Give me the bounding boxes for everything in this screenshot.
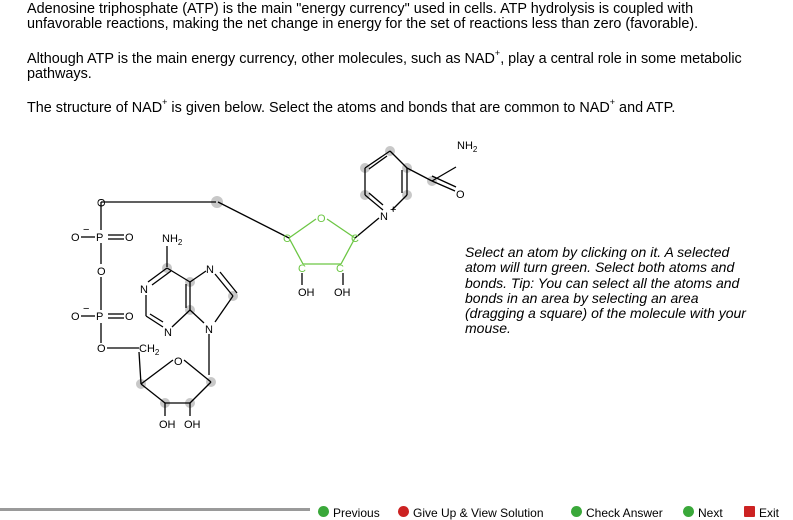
prompt-text-a: The structure of NAD <box>27 100 163 116</box>
nad-paragraph: Although ATP is the main energy currency… <box>27 49 767 82</box>
atom-marker[interactable] <box>211 196 223 208</box>
minus-charge-1: − <box>83 224 89 236</box>
give-up-button[interactable]: Give Up & View Solution <box>398 506 544 520</box>
prompt-plus-2: + <box>609 97 616 108</box>
ch2-label[interactable]: CH2 <box>139 343 160 357</box>
amide-nh2-label[interactable]: NH2 <box>457 140 478 154</box>
adenine-n1[interactable]: N <box>140 284 148 296</box>
nad-structure-canvas[interactable]: NH2 O N + O C C C C OH OH O O − P O O O <box>0 128 793 438</box>
intro-text: Adenosine triphosphate (ATP) is the main… <box>27 1 699 32</box>
next-button[interactable]: Next <box>683 506 723 520</box>
carbonyl-o-label[interactable]: O <box>456 189 465 201</box>
adenine-nh2-label[interactable]: NH2 <box>162 233 183 247</box>
exit-label: Exit <box>759 506 780 520</box>
ribose-c1[interactable]: C <box>283 233 291 245</box>
nad-text-a: Although ATP is the main energy currency… <box>27 51 495 67</box>
oh-label-4[interactable]: OH <box>184 419 201 431</box>
question-prompt: The structure of NAD+ is given below. Se… <box>27 98 787 116</box>
adenine-rings[interactable] <box>145 246 238 375</box>
phosphate-o-minus[interactable]: O <box>71 232 80 244</box>
prompt-text-b: is given below. Select the atoms and bon… <box>167 100 610 116</box>
previous-label: Previous <box>333 506 380 520</box>
prompt-plus-1: + <box>162 97 168 108</box>
ribose-o-label[interactable]: O <box>317 213 326 225</box>
phosphate-o-double-1[interactable]: O <box>125 232 134 244</box>
phosphate-o-minus-2[interactable]: O <box>71 311 80 323</box>
n-plus-charge: + <box>390 204 396 216</box>
exit-button[interactable]: Exit <box>744 506 779 520</box>
adenosine-ribose[interactable] <box>138 351 212 416</box>
ribose-c3[interactable]: C <box>336 263 344 275</box>
phosphorus-1[interactable]: P <box>96 232 103 244</box>
bridging-o[interactable]: O <box>97 266 106 278</box>
adenine-n7[interactable]: N <box>206 264 214 276</box>
nad-plus: + <box>494 48 501 59</box>
phosphate-o-double-2[interactable]: O <box>125 311 134 323</box>
ribose-c4[interactable]: C <box>351 233 359 245</box>
give-up-label: Give Up & View Solution <box>413 506 544 520</box>
instructions-text: Select an atom by clicking on it. A sele… <box>465 244 746 337</box>
phosphorus-2[interactable]: P <box>96 311 103 323</box>
nicotinamide-ribose[interactable] <box>217 201 380 285</box>
minus-charge-2: − <box>83 303 89 315</box>
previous-button[interactable]: Previous <box>318 506 380 520</box>
adenine-n3[interactable]: N <box>164 327 172 339</box>
oh-label-3[interactable]: OH <box>159 419 176 431</box>
adenosine-ring-o[interactable]: O <box>174 356 183 368</box>
check-answer-label: Check Answer <box>586 506 663 520</box>
adenine-n9[interactable]: N <box>205 324 213 336</box>
nicotinamide-ring[interactable] <box>364 150 457 211</box>
ester-o-label[interactable]: O <box>97 343 106 355</box>
prompt-text-c: and ATP. <box>615 100 676 116</box>
oh-label-1[interactable]: OH <box>298 287 315 299</box>
ribose-c2[interactable]: C <box>298 263 306 275</box>
next-label: Next <box>698 506 723 520</box>
pyridinium-n-label[interactable]: N <box>380 211 388 223</box>
toolbar-divider <box>0 508 310 511</box>
intro-paragraph: Adenosine triphosphate (ATP) is the main… <box>27 2 767 32</box>
oh-label-2[interactable]: OH <box>334 287 351 299</box>
bridge-o-label[interactable]: O <box>96 198 108 207</box>
bottom-toolbar: Previous Give Up & View Solution Check A… <box>0 506 793 520</box>
diphosphate-chain[interactable] <box>81 201 216 349</box>
nad-text-b: , play a central role in some metabolic … <box>27 51 742 82</box>
check-answer-button[interactable]: Check Answer <box>571 506 663 520</box>
